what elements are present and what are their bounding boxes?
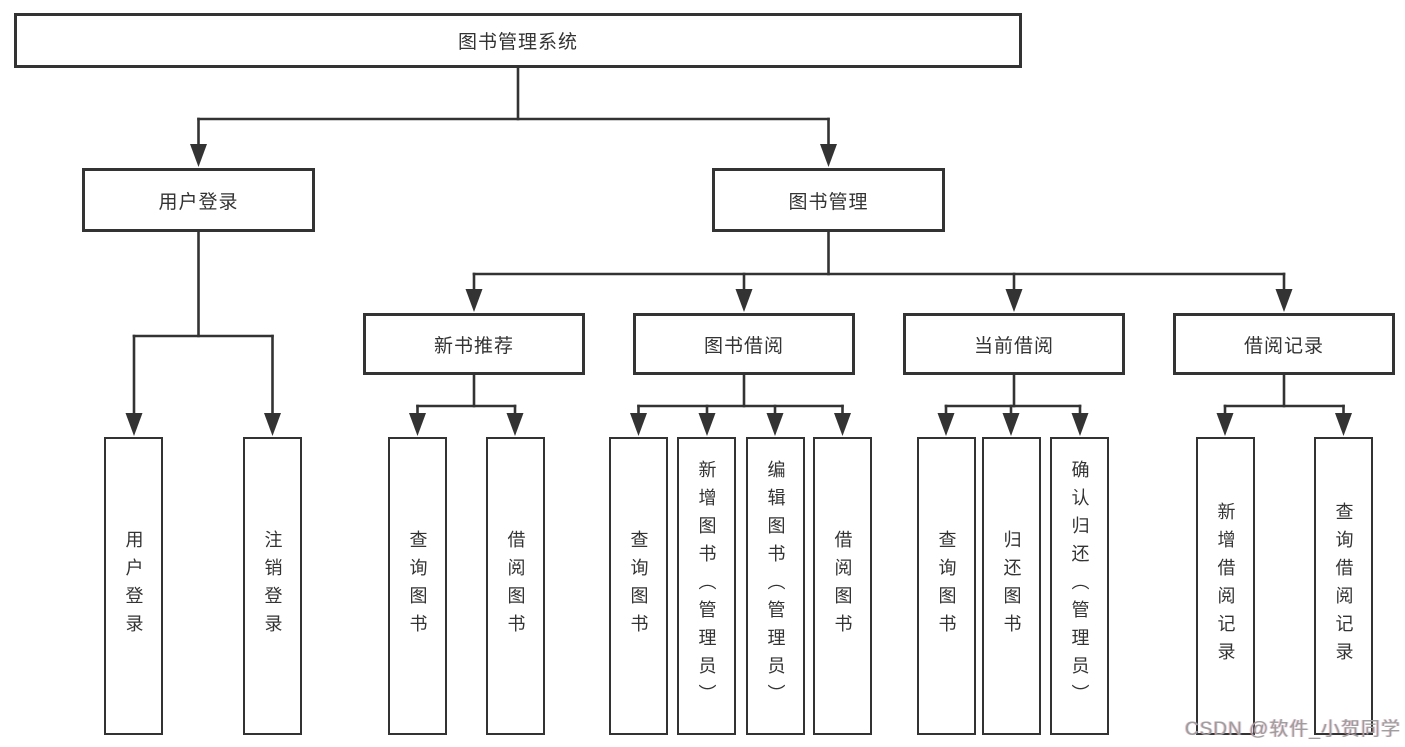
leaf-add-borrow-record: 新增借阅记录 [1196, 437, 1255, 735]
leaf-newbook-borrow-book: 借阅图书 [486, 437, 545, 735]
leaf-query-borrow-record: 查询借阅记录 [1314, 437, 1373, 735]
node-user-login: 用户登录 [82, 168, 315, 232]
leaf-borrow-query-book: 查询图书 [609, 437, 668, 735]
leaf-return-book: 归还图书 [982, 437, 1041, 735]
leaf-current-query-book: 查询图书 [917, 437, 976, 735]
leaf-newbook-query-book: 查询图书 [388, 437, 447, 735]
node-current-borrow: 当前借阅 [903, 313, 1125, 375]
leaf-user-login: 用户登录 [104, 437, 163, 735]
node-library-system: 图书管理系统 [14, 13, 1022, 68]
watermark: CSDN @软件_小贺同学 [1185, 719, 1401, 740]
leaf-add-book-admin: 新增图书（管理员） [677, 437, 736, 735]
node-book-borrow: 图书借阅 [633, 313, 855, 375]
leaf-confirm-return-admin: 确认归还（管理员） [1050, 437, 1109, 735]
leaf-edit-book-admin: 编辑图书（管理员） [746, 437, 805, 735]
leaf-logout: 注销登录 [243, 437, 302, 735]
leaf-borrow-book: 借阅图书 [813, 437, 872, 735]
node-book-management: 图书管理 [712, 168, 945, 232]
node-new-book-recommend: 新书推荐 [363, 313, 585, 375]
node-borrow-record: 借阅记录 [1173, 313, 1395, 375]
